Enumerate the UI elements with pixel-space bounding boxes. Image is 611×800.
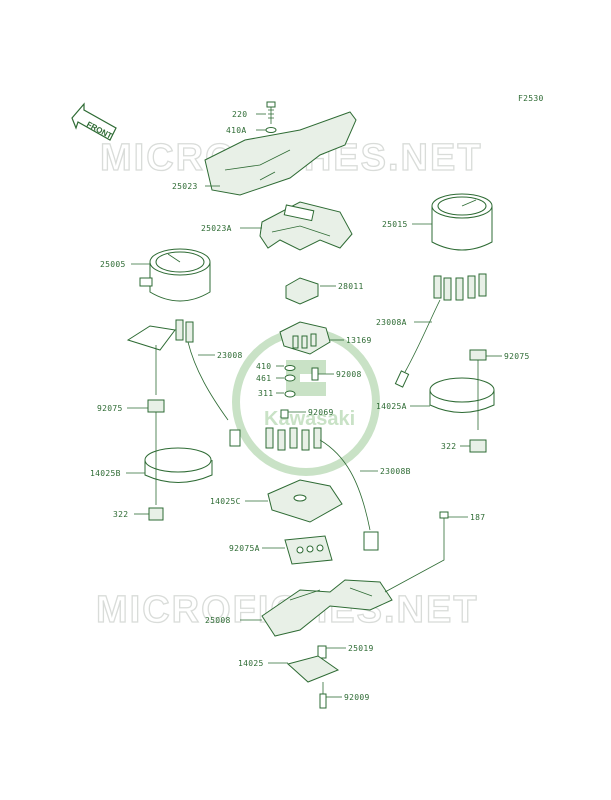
harness-23008b	[319, 439, 371, 531]
meter-housing-25023a	[259, 201, 353, 251]
bracket-25008	[261, 579, 393, 637]
label-13169: 13169	[346, 336, 372, 345]
label-311: 311	[258, 389, 273, 398]
bolt-220	[266, 101, 276, 124]
bracket-14025	[286, 655, 340, 683]
washer-410	[284, 365, 296, 371]
label-220: 220	[232, 110, 247, 119]
label-92075-left: 92075	[97, 404, 123, 413]
label-23008b: 23008B	[380, 467, 411, 476]
label-92075a: 92075A	[229, 544, 260, 553]
tachometer-25015	[431, 193, 493, 251]
bracket-left-socket	[126, 325, 176, 351]
label-23008a: 23008A	[376, 318, 407, 327]
label-25023a: 25023A	[201, 224, 232, 233]
label-25005: 25005	[100, 260, 126, 269]
label-14025a: 14025A	[376, 402, 407, 411]
connector-right	[394, 370, 410, 388]
washer-410a	[265, 127, 277, 133]
label-25019: 25019	[348, 644, 374, 653]
nut-461	[284, 374, 296, 382]
front-arrow-icon: FRONT	[71, 102, 117, 141]
meter-cover-25023	[204, 111, 357, 196]
label-187: 187	[470, 513, 485, 522]
label-92008: 92008	[336, 370, 362, 379]
bolt-187	[439, 511, 449, 519]
grommet-92075-right	[469, 349, 487, 361]
label-25008: 25008	[205, 616, 231, 625]
part-311	[284, 390, 296, 398]
label-92075-right: 92075	[504, 352, 530, 361]
meter-case-14025a	[429, 377, 495, 413]
label-461: 461	[256, 374, 271, 383]
label-14025b: 14025B	[90, 469, 121, 478]
bulb-sockets-right	[433, 273, 487, 301]
nut-322-right	[469, 439, 487, 453]
label-92009: 92009	[344, 693, 370, 702]
label-92069: 92069	[308, 408, 334, 417]
speedometer-25005	[139, 248, 211, 302]
nut-322-left	[148, 507, 164, 521]
harness-23008a	[404, 299, 441, 373]
label-322-left: 322	[113, 510, 128, 519]
leader-lines	[126, 113, 502, 698]
label-25023: 25023	[172, 182, 198, 191]
bulb-sockets-center	[265, 427, 322, 451]
label-14025: 14025	[238, 659, 264, 668]
part-92069	[280, 409, 289, 419]
connector-left	[229, 429, 241, 447]
grommet-92075-left	[147, 399, 165, 413]
bolt-92009	[319, 693, 327, 709]
collar-25019	[317, 645, 327, 659]
harness-23008	[187, 341, 229, 421]
label-23008: 23008	[217, 351, 243, 360]
label-28011: 28011	[338, 282, 364, 291]
label-14025c: 14025C	[210, 497, 241, 506]
label-410: 410	[256, 362, 271, 371]
meter-base-14025c	[267, 479, 343, 523]
figure-code: F2530	[518, 94, 544, 103]
screw-92008	[311, 367, 319, 381]
connector-center	[363, 531, 379, 551]
label-322-right: 322	[441, 442, 456, 451]
label-410a: 410A	[226, 126, 246, 135]
bulb-sockets-left	[175, 319, 194, 343]
indicator-28011	[285, 277, 319, 305]
meter-case-14025b	[144, 447, 213, 483]
label-25015: 25015	[382, 220, 408, 229]
